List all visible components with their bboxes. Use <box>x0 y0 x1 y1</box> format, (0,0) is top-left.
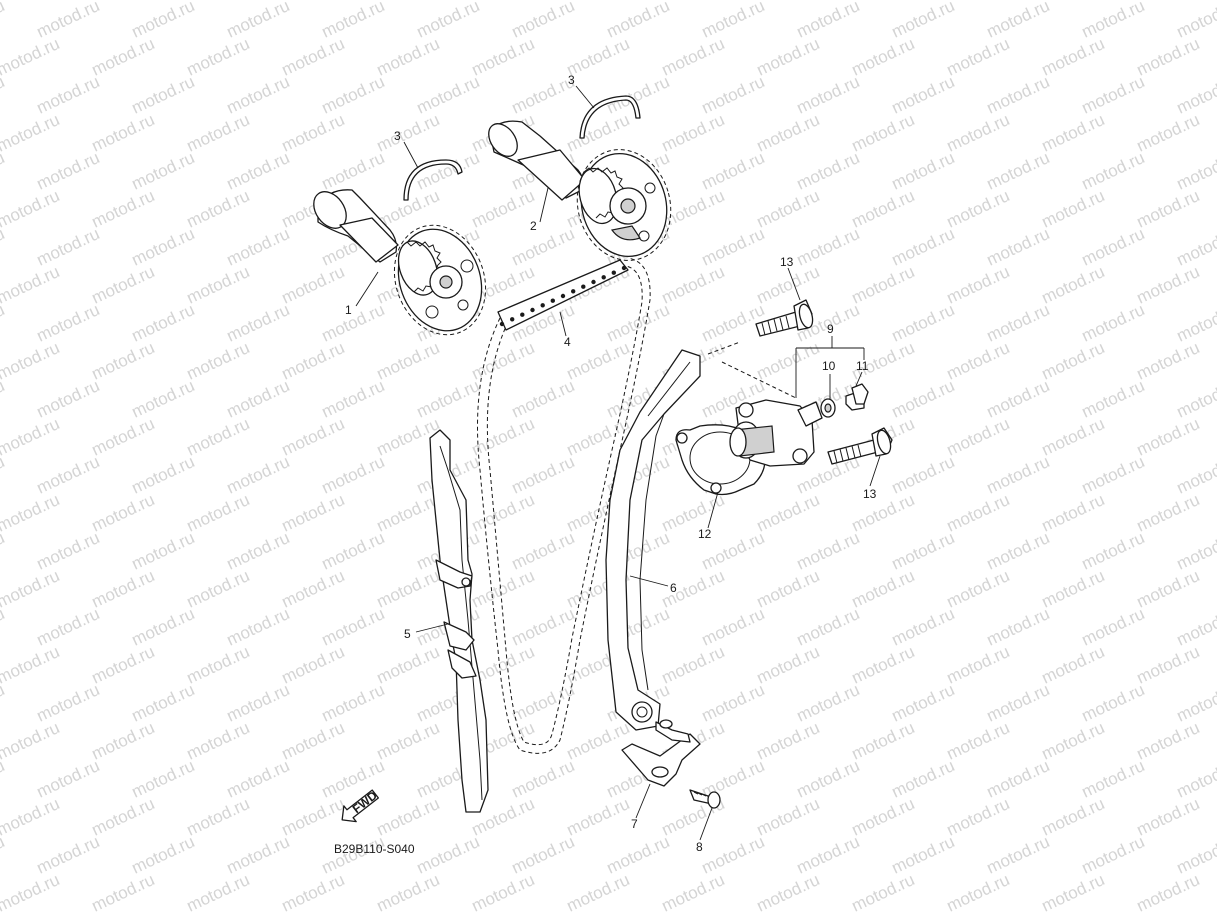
clip-3-left <box>403 159 463 201</box>
chain-link-pin <box>510 317 515 322</box>
chain-link-pin <box>520 312 525 317</box>
chain-link-pin <box>499 321 505 327</box>
washer-10 <box>820 398 836 418</box>
callout-3-right: 3 <box>568 73 575 87</box>
clip-3-right <box>579 95 641 139</box>
leader-lines <box>355 85 881 841</box>
callout-4: 4 <box>564 335 571 349</box>
callout-13-upper: 13 <box>780 255 794 269</box>
callout-13-lower: 13 <box>863 487 877 501</box>
chain-link-pin <box>571 289 576 294</box>
callout-9: 9 <box>827 322 834 336</box>
chain-link-pin <box>530 307 535 313</box>
callout-5: 5 <box>404 627 411 641</box>
callout-11: 11 <box>856 359 869 373</box>
chain-guide-5 <box>429 429 489 813</box>
bolt-8 <box>689 789 721 809</box>
callout-8: 8 <box>696 840 703 854</box>
chain-link-pin <box>581 284 586 289</box>
callout-12: 12 <box>698 527 712 541</box>
cam-chain-4 <box>477 257 651 754</box>
chain-link-pin <box>601 275 606 280</box>
callout-1: 1 <box>345 303 352 317</box>
bolt-13-upper <box>755 299 814 337</box>
fwd-arrow-label: FWD <box>350 788 380 816</box>
chain-link-pin <box>611 270 616 275</box>
bracket-7 <box>621 719 701 787</box>
bolt-11 <box>845 383 869 411</box>
camshaft-1 <box>313 189 487 336</box>
camshaft-2 <box>488 120 672 261</box>
fwd-arrow: FWD <box>341 788 380 823</box>
callout-7: 7 <box>631 817 638 831</box>
chain-link-pin <box>621 265 627 271</box>
chain-link-pin <box>560 293 566 299</box>
callout-3-left: 3 <box>394 129 401 143</box>
chain-link-pin <box>550 298 555 303</box>
tensioner-arm-6 <box>605 349 701 731</box>
cam-chain-tensioner <box>729 399 823 467</box>
bolt-13-lower <box>827 427 893 465</box>
diagram-code: B29B110-S040 <box>334 842 415 856</box>
chain-link-pin <box>540 303 545 308</box>
callout-10: 10 <box>822 359 836 373</box>
chain-link-pin <box>591 279 596 285</box>
callout-6: 6 <box>670 581 677 595</box>
callout-2: 2 <box>530 219 537 233</box>
